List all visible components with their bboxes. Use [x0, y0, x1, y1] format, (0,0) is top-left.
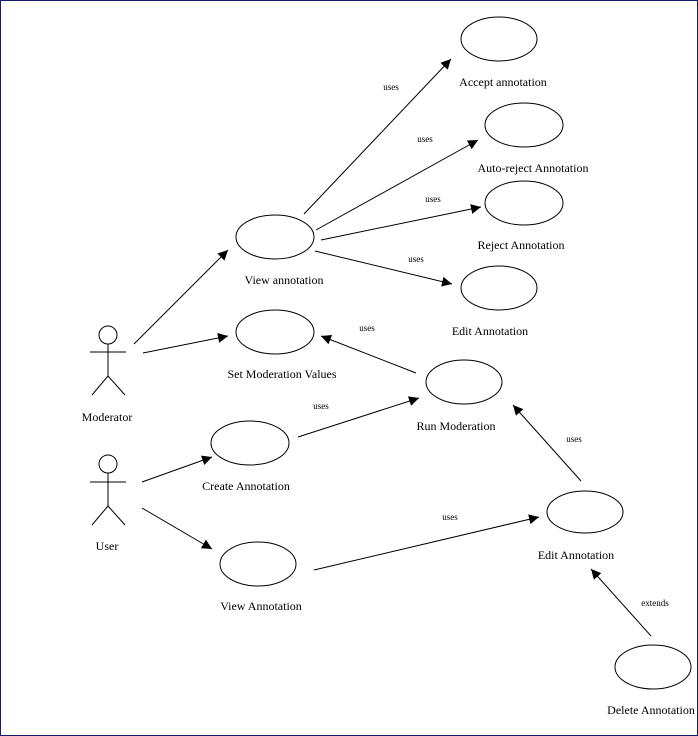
edge-label-uses: uses: [417, 134, 433, 144]
delete-annotation-label: Delete Annotation: [607, 703, 695, 717]
auto-reject-annotation-label: Auto-reject Annotation: [478, 161, 589, 175]
use-case-set-moderation-values: [235, 309, 315, 355]
edge-view-edit: [313, 514, 540, 571]
edge-label-uses: uses: [408, 254, 424, 264]
user-actor: [90, 454, 126, 526]
edge-view-accept: [303, 58, 452, 215]
edit-annotation-bottom-label: Edit Annotation: [538, 548, 614, 562]
use-case-view-annotation-moderator: [235, 214, 315, 260]
use-case-accept-annotation: [460, 16, 538, 62]
edge-create-run: [297, 396, 420, 438]
use-case-edit-annotation-top: [460, 265, 538, 311]
use-case-delete-annotation: [614, 644, 692, 690]
edge-view-reject: [320, 204, 482, 241]
edge-moderator-setmod: [142, 333, 229, 354]
set-moderation-values-label: Set Moderation Values: [227, 367, 336, 381]
use-case-auto-reject-annotation: [484, 102, 564, 148]
edge-label-uses: uses: [313, 401, 329, 411]
view-annotation-user-label: View Annotation: [220, 599, 302, 613]
run-moderation-label: Run Moderation: [417, 419, 496, 433]
edge-delete-edit: [590, 568, 652, 637]
user-label: User: [96, 539, 119, 553]
use-case-edit-annotation-bottom: [546, 490, 624, 534]
use-case-reject-annotation: [484, 180, 564, 226]
use-case-run-moderation: [425, 359, 503, 405]
edit-annotation-top-label: Edit Annotation: [452, 324, 528, 338]
create-annotation-label: Create Annotation: [202, 479, 290, 493]
reject-annotation-label: Reject Annotation: [478, 238, 565, 252]
use-case-create-annotation: [210, 420, 290, 466]
edge-label-uses: uses: [442, 512, 458, 522]
edge-view-autoreject: [315, 139, 479, 231]
edge-edit-run: [512, 404, 582, 482]
edge-user-view: [141, 507, 213, 550]
edge-label-uses: uses: [566, 434, 582, 444]
edge-label-uses: uses: [359, 323, 375, 333]
use-case-view-annotation-user: [219, 541, 297, 587]
edge-view-edit-top: [314, 250, 453, 287]
edge-user-create: [141, 455, 213, 483]
moderator-actor: [90, 325, 126, 396]
view-annotation-moderator-label: View annotation: [245, 273, 324, 287]
edge-label-uses: uses: [383, 82, 399, 92]
edge-moderator-view: [133, 249, 229, 345]
moderator-label: Moderator: [82, 410, 133, 424]
edge-label-uses: uses: [425, 194, 441, 204]
edge-run-setmod: [320, 334, 417, 374]
accept-annotation-label: Accept annotation: [459, 75, 547, 89]
edge-label-extends: extends: [641, 598, 669, 608]
